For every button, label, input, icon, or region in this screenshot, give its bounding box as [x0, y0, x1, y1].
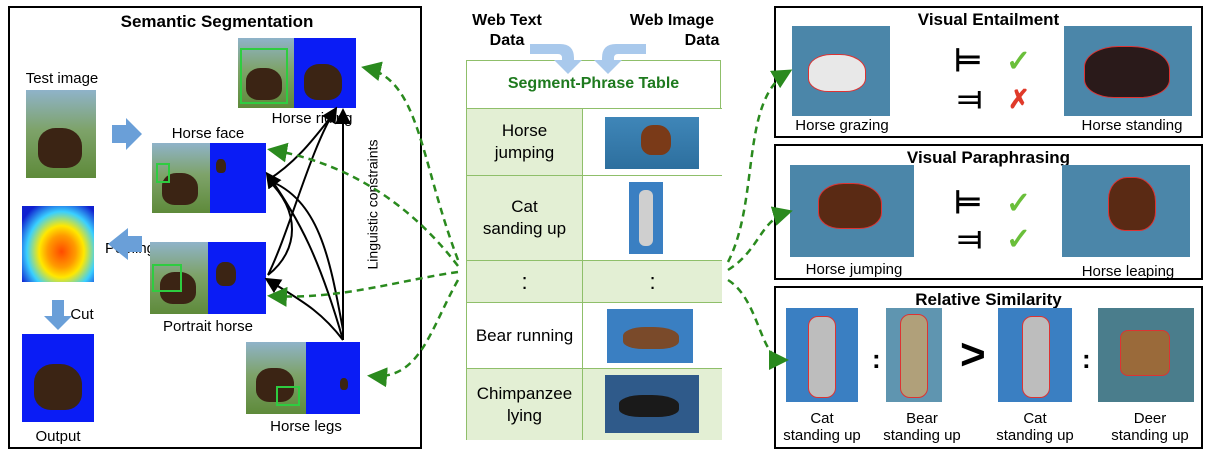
entails-icon: ⊨: [954, 42, 982, 78]
colon-separator: :: [872, 344, 881, 374]
test-image-label: Test image: [25, 70, 99, 87]
panel-title: Visual Paraphrasing: [906, 148, 1071, 167]
horse-standing-image: [1064, 26, 1192, 116]
cat-standing-image-2: [998, 308, 1072, 402]
web-image-label-2: Data: [684, 32, 720, 49]
horse-leaping-image: [1062, 165, 1190, 257]
cross-icon: ✗: [1008, 84, 1030, 114]
row-ellipsis: :: [649, 268, 656, 294]
table-title: Segment-Phrase Table: [507, 75, 680, 92]
horse-grazing-label: Horse grazing: [795, 117, 889, 134]
horse-riding-image: [238, 38, 294, 108]
panel-title: Relative Similarity: [915, 290, 1062, 309]
deer-standing-image: [1098, 308, 1194, 402]
horse-face-image: [152, 143, 210, 213]
horse-face-label: Horse face: [171, 125, 245, 142]
table-row: Cat sanding up: [467, 175, 722, 260]
horse-jumping-label: Horse jumping: [805, 261, 903, 278]
reverse-entails-icon: ⫤: [958, 220, 983, 256]
table-row: : :: [467, 260, 722, 302]
cut-label: Cut: [70, 306, 94, 323]
segment-image: [629, 182, 663, 254]
sim-label-line2: standing up: [996, 427, 1074, 444]
segment-image: [607, 309, 693, 363]
segment-image: [605, 117, 699, 169]
sim-label-line2: standing up: [883, 427, 961, 444]
horse-jumping-image: [790, 165, 914, 257]
check-icon: ✓: [1006, 45, 1032, 78]
portrait-horse-mask: [208, 242, 266, 314]
horse-legs-mask: [306, 342, 360, 414]
portrait-horse-image: [150, 242, 208, 314]
sim-label-line1: Cat: [810, 410, 834, 427]
table-row: Horse jumping: [467, 108, 722, 175]
row-phrase: jumping: [494, 143, 555, 162]
row-phrase: Horse: [501, 121, 548, 140]
sim-label-line1: Bear: [906, 410, 938, 427]
greater-than-symbol: >: [960, 330, 986, 379]
row-phrase: Cat: [511, 197, 538, 216]
table-row: Bear running: [467, 302, 722, 368]
sim-label-line1: Deer: [1133, 410, 1167, 427]
row-phrase: lying: [507, 405, 542, 425]
portrait-horse-label: Portrait horse: [162, 318, 254, 335]
check-icon: ✓: [1006, 187, 1032, 220]
horse-leaping-label: Horse leaping: [1081, 263, 1175, 280]
sim-label-line1: Cat: [1023, 410, 1047, 427]
web-image-label-1: Web Image: [629, 12, 715, 29]
row-phrase: Chimpanzee: [476, 383, 573, 403]
horse-face-mask: [210, 143, 266, 213]
sim-label-line2: standing up: [1111, 427, 1189, 444]
output-image: [22, 334, 94, 422]
web-text-label-1: Web Text: [472, 12, 542, 29]
check-icon: ✓: [1006, 223, 1032, 256]
entails-icon: ⊨: [954, 184, 982, 220]
horse-legs-image: [246, 342, 306, 414]
segment-phrase-table: Segment-Phrase Table Horse jumping Cat san…: [466, 60, 722, 440]
horse-standing-label: Horse standing: [1081, 117, 1183, 134]
reverse-entails-icon: ⫤: [958, 80, 983, 116]
horse-riding-label: Horse riding: [271, 110, 353, 127]
pooling-heatmap: [22, 206, 94, 282]
sim-label-line2: standing up: [783, 427, 861, 444]
horse-grazing-image: [792, 26, 890, 116]
linguistic-constraints-label: Linguistic constraints: [364, 139, 381, 270]
horse-riding-mask: [294, 38, 356, 108]
web-text-label-2: Data: [489, 32, 525, 49]
row-ellipsis: :: [521, 268, 528, 294]
panel-title: Semantic Segmentation: [120, 12, 314, 31]
row-phrase: Bear running: [475, 325, 574, 345]
row-phrase: sanding up: [482, 219, 567, 238]
output-label: Output: [35, 428, 81, 445]
panel-title: Visual Entailment: [917, 10, 1060, 29]
colon-separator: :: [1082, 344, 1091, 374]
segment-image: [605, 375, 699, 433]
cat-standing-image: [786, 308, 858, 402]
horse-legs-label: Horse legs: [270, 418, 342, 435]
test-image: [26, 90, 96, 178]
bear-standing-image: [886, 308, 942, 402]
